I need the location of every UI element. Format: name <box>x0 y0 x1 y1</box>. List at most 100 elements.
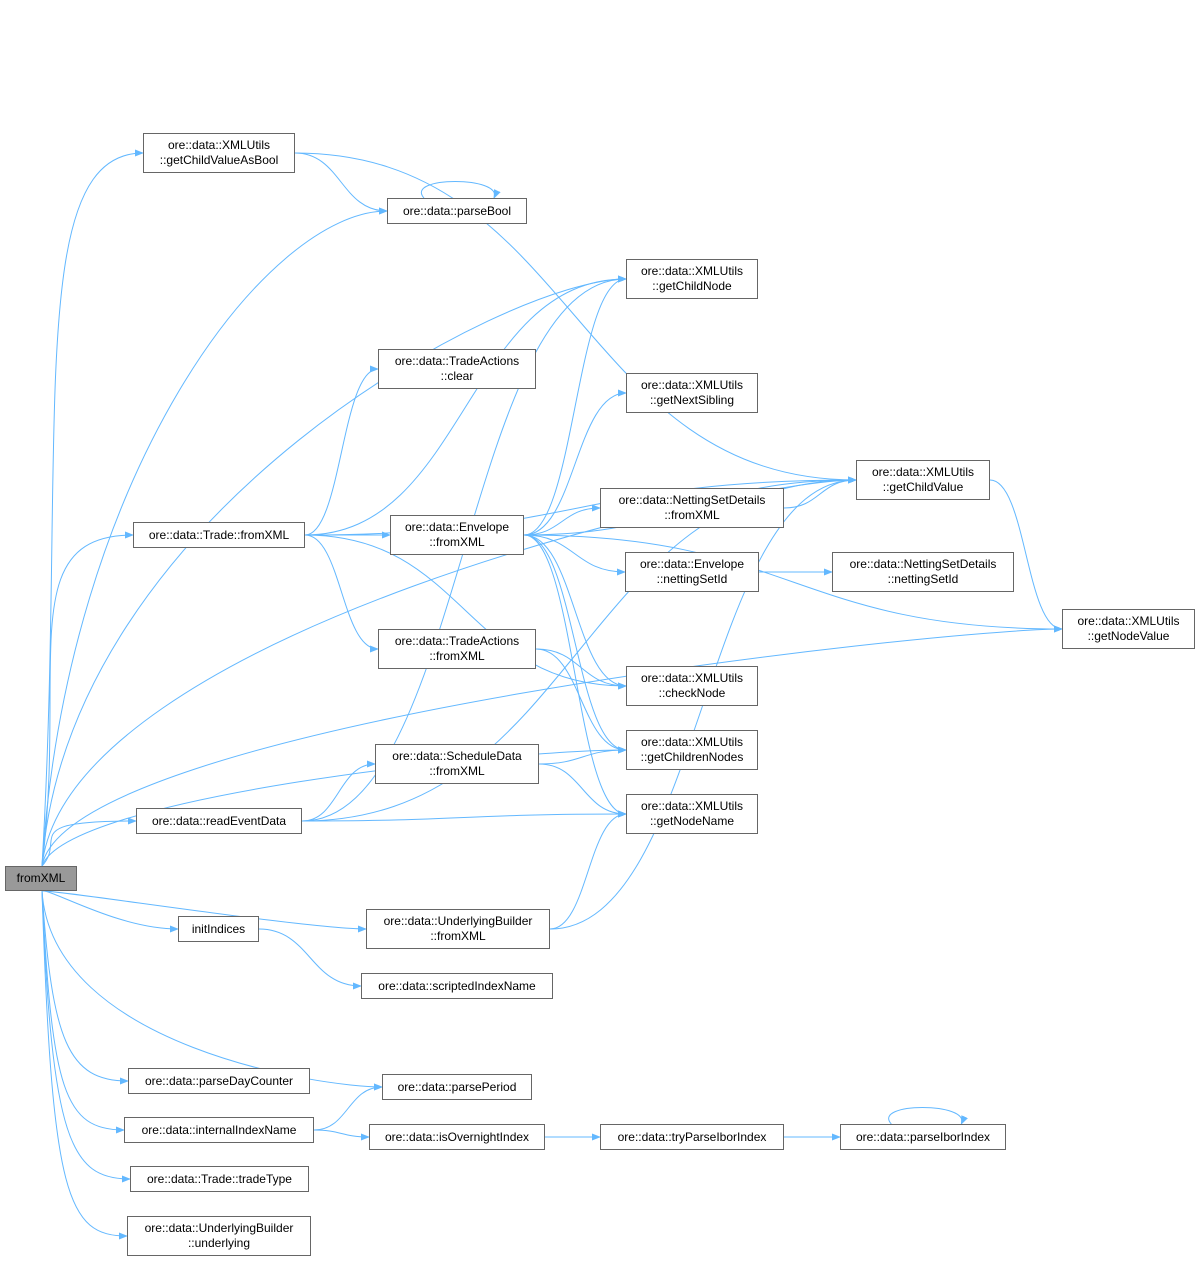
graph-node-nsdfx[interactable]: ore::data::NettingSetDetails::fromXML <box>600 488 784 528</box>
node-label: ::underlying <box>187 1236 251 1250</box>
graph-node-ioi[interactable]: ore::data::isOvernightIndex <box>369 1124 545 1150</box>
edge-root-to-ii <box>41 890 179 933</box>
node-label: ore::data::internalIndexName <box>141 1122 297 1137</box>
node-label: ore::data::XMLUtils <box>871 465 975 479</box>
edge-root-to-gchn <box>41 746 627 867</box>
graph-node-gchn[interactable]: ore::data::XMLUtils::getChildrenNodes <box>626 730 758 770</box>
edge-envfx-to-gns <box>523 389 627 536</box>
graph-node-iin[interactable]: ore::data::internalIndexName <box>124 1117 314 1143</box>
graph-node-tpi[interactable]: ore::data::tryParseIborIndex <box>600 1124 784 1150</box>
graph-node-red[interactable]: ore::data::readEventData <box>136 808 302 834</box>
edge-root-to-ubfx <box>41 890 367 933</box>
graph-node-gcv[interactable]: ore::data::XMLUtils::getChildValue <box>856 460 990 500</box>
node-label: ore::data::XMLUtils <box>640 799 744 813</box>
edge-tradefx-to-tafx <box>304 534 379 653</box>
graph-node-nsdnsid[interactable]: ore::data::NettingSetDetails::nettingSet… <box>832 552 1014 592</box>
graph-node-gcvab[interactable]: ore::data::XMLUtils::getChildValueAsBool <box>143 133 295 173</box>
graph-node-pi[interactable]: ore::data::parseIborIndex <box>840 1124 1006 1150</box>
graph-node-sin[interactable]: ore::data::scriptedIndexName <box>361 973 553 999</box>
node-label: ore::data::isOvernightIndex <box>384 1129 530 1144</box>
edge-root-to-ubu <box>41 890 128 1240</box>
edge-red-to-sdfx <box>301 760 376 822</box>
node-label: ::getChildValue <box>882 480 964 494</box>
edge-tafx-to-gchn <box>535 648 627 754</box>
node-label: ore::data::parseIborIndex <box>855 1129 991 1144</box>
edge-root-to-tt <box>41 890 131 1183</box>
edge-envfx-to-gnn <box>523 534 627 818</box>
node-label: ::getNodeValue <box>1087 629 1170 643</box>
node-label: ore::data::XMLUtils <box>640 264 744 278</box>
node-label: ore::data::XMLUtils <box>640 671 744 685</box>
graph-node-ubu[interactable]: ore::data::UnderlyingBuilder::underlying <box>127 1216 311 1256</box>
edge-root-to-iin <box>41 890 125 1134</box>
node-label: ore::data::XMLUtils <box>1077 614 1180 628</box>
graph-node-pdc[interactable]: ore::data::parseDayCounter <box>128 1068 310 1094</box>
graph-node-tt[interactable]: ore::data::Trade::tradeType <box>130 1166 309 1192</box>
node-label: ore::data::scriptedIndexName <box>378 978 536 993</box>
edge-root-to-pdc <box>41 890 129 1085</box>
edge-iin-to-pp <box>313 1083 383 1131</box>
edge-envfx-to-gcn <box>523 275 627 536</box>
node-label: ::checkNode <box>658 686 726 700</box>
node-label: ore::data::readEventData <box>151 813 287 828</box>
edge-ubfx-to-gnn <box>549 810 627 930</box>
node-label: ore::data::parseDayCounter <box>144 1073 294 1088</box>
edge-nsdfx-to-gcv <box>783 476 857 509</box>
graph-node-envfx[interactable]: ore::data::Envelope::fromXML <box>390 515 524 555</box>
edge-ii-to-sin <box>258 928 362 990</box>
graph-node-ubfx[interactable]: ore::data::UnderlyingBuilder::fromXML <box>366 909 550 949</box>
graph-node-gnv[interactable]: ore::data::XMLUtils::getNodeValue <box>1062 609 1195 649</box>
edge-parseBool-to-parseBool <box>420 181 501 199</box>
edge-envfx-to-gnv <box>523 534 1063 633</box>
graph-node-gns[interactable]: ore::data::XMLUtils::getNextSibling <box>626 373 758 413</box>
edge-pi-to-pi <box>888 1107 968 1125</box>
graph-node-gnn[interactable]: ore::data::XMLUtils::getNodeName <box>626 794 758 834</box>
node-label: ::getChildValueAsBool <box>159 153 279 167</box>
edge-gcv-to-gnv <box>989 479 1063 633</box>
graph-node-envnsid[interactable]: ore::data::Envelope::nettingSetId <box>625 552 759 592</box>
node-label: ::fromXML <box>429 649 485 663</box>
node-label: ::fromXML <box>429 535 485 549</box>
node-label: ::getChildNode <box>652 279 732 293</box>
graph-node-sdfx[interactable]: ore::data::ScheduleData::fromXML <box>375 744 539 784</box>
node-label: ore::data::NettingSetDetails <box>618 493 766 507</box>
graph-node-cn[interactable]: ore::data::XMLUtils::checkNode <box>626 666 758 706</box>
edge-sdfx-to-gnn <box>538 763 627 818</box>
node-label: ::getNodeName <box>649 814 735 828</box>
graph-node-taclear[interactable]: ore::data::TradeActions::clear <box>378 349 536 389</box>
node-label: ::getNextSibling <box>649 393 735 407</box>
edge-envfx-to-envnsid <box>523 534 626 576</box>
node-label: ::fromXML <box>429 764 485 778</box>
edge-envfx-to-nsdfx <box>523 504 601 536</box>
edge-root-to-red <box>41 817 137 867</box>
graph-node-ii[interactable]: initIndices <box>178 916 259 942</box>
node-label: ore::data::XMLUtils <box>640 735 744 749</box>
edge-tradefx-to-taclear <box>304 365 379 536</box>
graph-node-tradefx[interactable]: ore::data::Trade::fromXML <box>133 522 305 548</box>
graph-node-gcn[interactable]: ore::data::XMLUtils::getChildNode <box>626 259 758 299</box>
edge-tradefx-to-cn <box>304 534 627 690</box>
node-label: ore::data::tryParseIborIndex <box>617 1129 767 1144</box>
node-label: ore::data::Trade::fromXML <box>148 527 290 542</box>
graph-node-tafx[interactable]: ore::data::TradeActions::fromXML <box>378 629 536 669</box>
graph-node-parseBool[interactable]: ore::data::parseBool <box>387 198 527 224</box>
node-label: ore::data::UnderlyingBuilder <box>383 914 533 928</box>
node-label: ore::data::NettingSetDetails <box>849 557 997 571</box>
node-label: ore::data::TradeActions <box>394 354 520 368</box>
node-label: ore::data::ScheduleData <box>392 749 522 763</box>
node-label: ::fromXML <box>664 508 720 522</box>
edge-root-to-gcvab <box>41 149 144 867</box>
edge-envfx-to-gchn <box>523 534 627 754</box>
edge-red-to-gnn <box>301 810 627 822</box>
edge-envfx-to-cn <box>523 534 627 690</box>
edge-root-to-pp <box>41 890 383 1091</box>
node-label: ::clear <box>440 369 474 383</box>
edge-tafx-to-cn <box>535 648 627 690</box>
edge-tradefx-to-gcn <box>304 275 627 536</box>
edge-gcvab-to-parseBool <box>294 152 388 215</box>
edge-root-to-parseBool <box>41 207 388 867</box>
graph-node-pp[interactable]: ore::data::parsePeriod <box>382 1074 532 1100</box>
edge-sdfx-to-gchn <box>538 746 627 765</box>
graph-node-root[interactable]: fromXML <box>5 866 77 891</box>
